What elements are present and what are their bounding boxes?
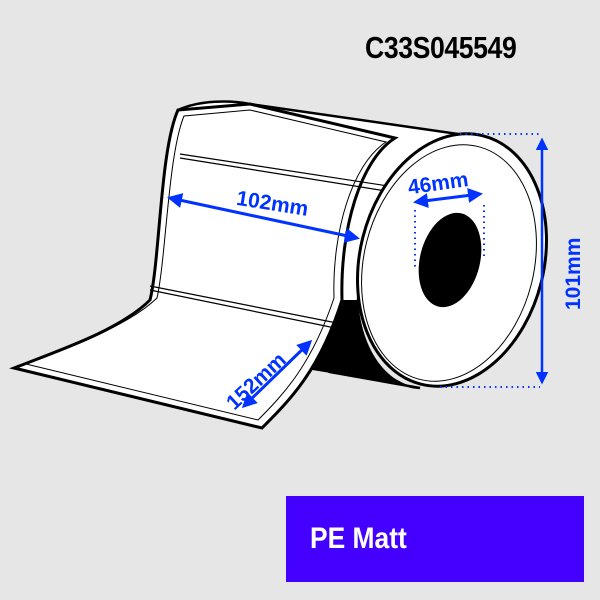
dimension-roll-diameter: 101mm — [440, 133, 585, 388]
roll-diameter-text: 101mm — [562, 238, 585, 310]
label-sheet — [9, 102, 399, 430]
roll-end-face — [356, 132, 548, 388]
roll-core-hole — [418, 212, 482, 308]
label-divider — [179, 153, 389, 187]
product-code: C33S045549 — [365, 30, 517, 65]
material-badge-label: PE Matt — [310, 522, 407, 555]
material-badge: PE Matt — [286, 496, 584, 582]
